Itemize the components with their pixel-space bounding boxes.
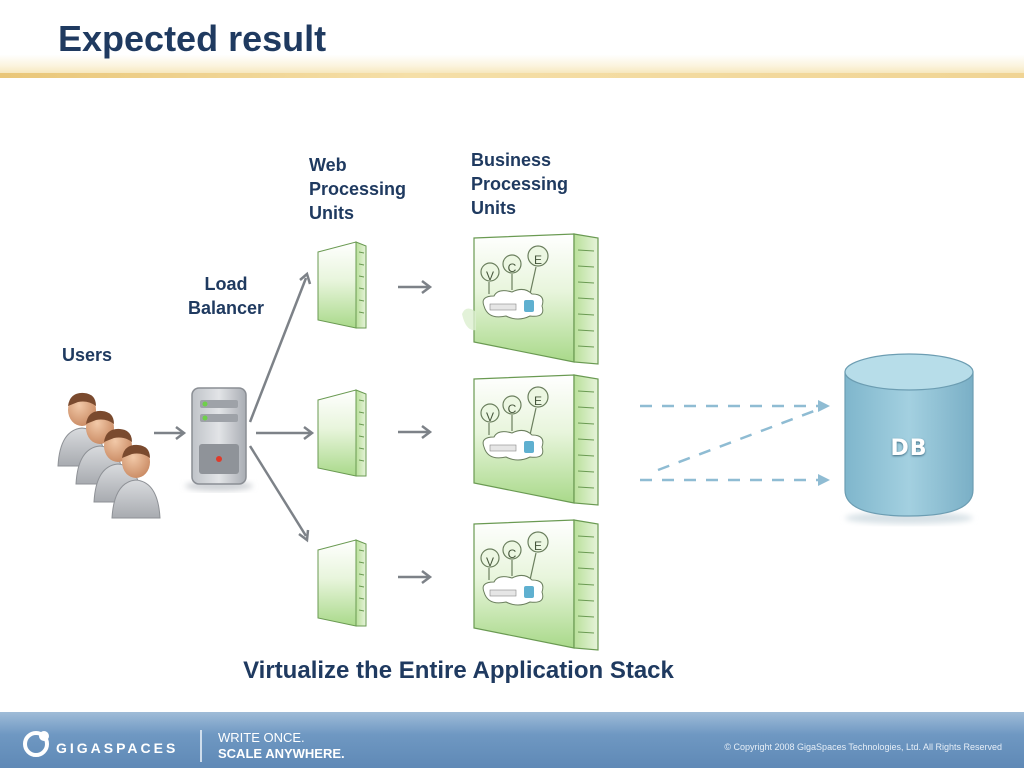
pu-letter-3-1: V — [486, 555, 494, 569]
business-pu-label-line2: Processing — [471, 174, 569, 194]
business-pu-bottom — [473, 519, 599, 651]
business-pu-top — [462, 233, 599, 365]
web-pu-label-line2: Processing — [309, 179, 407, 199]
footer-divider — [200, 730, 202, 762]
dashed-connectors-to-db — [640, 404, 823, 482]
load-balancer-label: Load Balancer — [180, 272, 272, 320]
arrow-web-to-business-bottom — [398, 570, 433, 584]
users-icon — [57, 392, 161, 519]
footer-bar: GIGASPACES WRITE ONCE. SCALE ANYWHERE. ©… — [0, 712, 1024, 768]
slide-subtitle: Virtualize the Entire Application Stack — [243, 657, 674, 684]
web-pu-label: Web Processing Units — [309, 153, 406, 225]
pu-letter-2-1: V — [486, 410, 494, 424]
title-bar — [0, 0, 1024, 78]
database-icon — [844, 353, 974, 524]
web-pu-label-line1: Web — [309, 155, 347, 175]
footer-slogan-line2: SCALE ANYWHERE. — [218, 746, 345, 761]
pu-letter-3-3: E — [534, 539, 542, 553]
web-pu-mid — [317, 389, 367, 477]
users-label: Users — [62, 345, 113, 365]
arrow-users-to-lb — [154, 426, 187, 440]
pu-letter-1-1: V — [486, 269, 494, 283]
load-balancer-label-line1: Load — [204, 274, 248, 294]
arrow-lb-to-web-top — [248, 271, 312, 423]
business-pu-label-line3: Units — [471, 198, 516, 218]
arrow-lb-to-web-bottom — [248, 445, 310, 543]
db-label: DB — [890, 436, 928, 461]
slide-title: Expected result — [58, 18, 327, 59]
footer-copyright: © Copyright 2008 GigaSpaces Technologies… — [724, 742, 1002, 752]
pu-letter-2-2: C — [508, 402, 517, 416]
footer-logo-text: GIGASPACES — [56, 740, 179, 756]
business-pu-mid — [473, 374, 599, 506]
business-pu-label-line1: Business — [471, 150, 552, 170]
db-arrowheads — [818, 400, 830, 486]
load-balancer-icon — [185, 387, 253, 491]
arrow-lb-to-web-mid — [256, 426, 315, 440]
load-balancer-label-line2: Balancer — [187, 298, 265, 318]
pu-letter-2-3: E — [534, 394, 542, 408]
web-pu-label-line3: Units — [309, 203, 354, 223]
pu-letter-3-2: C — [508, 547, 517, 561]
pu-letter-1-2: C — [508, 261, 517, 275]
web-pu-top — [317, 241, 367, 329]
gigaspaces-logo-icon — [23, 731, 49, 757]
web-pu-bottom — [317, 539, 367, 627]
footer-slogan-line1: WRITE ONCE. — [218, 730, 305, 745]
arrow-web-to-business-top — [398, 280, 433, 294]
arrow-web-to-business-mid — [398, 425, 433, 439]
footer-slogan: WRITE ONCE. SCALE ANYWHERE. — [218, 730, 345, 762]
business-pu-label: Business Processing Units — [471, 148, 568, 220]
pu-letter-1-3: E — [534, 253, 542, 267]
